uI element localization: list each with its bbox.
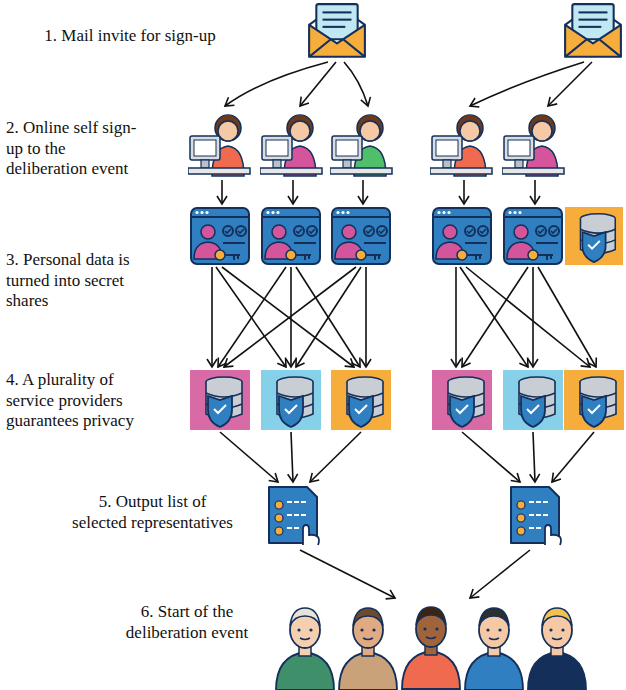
provider-icon (503, 370, 563, 430)
person-computer (430, 115, 492, 176)
provider-icon (190, 370, 250, 430)
keycard-icon (191, 208, 249, 264)
step-label: 3. Personal data is turned into secret s… (6, 250, 138, 312)
people-at-computers (188, 115, 564, 176)
step-label: 6. Start of the deliberation event (112, 602, 262, 643)
person-computer (330, 115, 392, 176)
person-computer (260, 115, 322, 176)
person-figure (528, 608, 586, 690)
person-figure (339, 608, 397, 690)
provider-icon (564, 370, 624, 430)
provider-icon (261, 370, 321, 430)
list-icon (511, 487, 561, 545)
person-figure (276, 608, 334, 690)
step-label: 1. Mail invite for sign-up (40, 26, 220, 47)
provider-icon (432, 370, 492, 430)
list-icon (269, 487, 319, 545)
person-computer (188, 115, 250, 176)
step-label: 5. Output list of selected representativ… (70, 492, 235, 533)
envelopes (309, 4, 621, 57)
keycard-icon (262, 208, 320, 264)
service-providers (190, 370, 624, 430)
flow-arrows (212, 62, 596, 598)
representatives (276, 607, 586, 690)
keycard-icon (504, 208, 562, 264)
envelope-icon (565, 4, 621, 57)
keycard-icon (433, 208, 491, 264)
provider-icon (331, 370, 391, 430)
envelope-icon (309, 4, 365, 57)
keycard-icon (332, 208, 390, 264)
step-label: 2. Online self sign-up to the deliberati… (6, 118, 138, 180)
output-lists (269, 487, 561, 545)
step-label: 4. A plurality of service providers guar… (6, 370, 156, 432)
person-figure (465, 608, 523, 690)
database-icon (565, 207, 623, 265)
person-figure (402, 607, 460, 689)
person-computer (502, 115, 564, 176)
secret-share-cards (191, 207, 623, 265)
